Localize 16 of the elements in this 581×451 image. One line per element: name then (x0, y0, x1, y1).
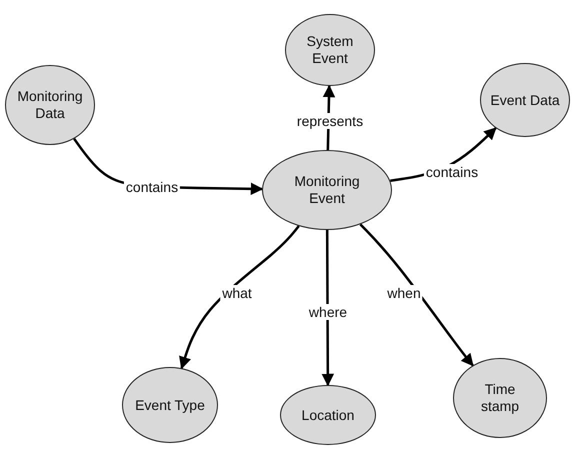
edge-label: where (306, 304, 350, 320)
node-label: Event Data (490, 92, 560, 108)
arrow (359, 223, 474, 366)
arrow (322, 230, 334, 386)
node-label: Time stamp (480, 381, 520, 415)
edge-label: what (220, 285, 254, 301)
node-label: Location (302, 406, 354, 424)
node-label: Event Type (135, 396, 205, 414)
edge-label: when (385, 285, 423, 301)
arrow (179, 225, 300, 370)
edge-label: contains (124, 179, 180, 195)
node-label: Monitoring Event (293, 173, 361, 207)
edge-label: contains (424, 164, 480, 180)
node-label: System Event (306, 33, 354, 67)
edge-label: represents (294, 113, 366, 129)
node-label: Monitoring Data (16, 88, 84, 122)
